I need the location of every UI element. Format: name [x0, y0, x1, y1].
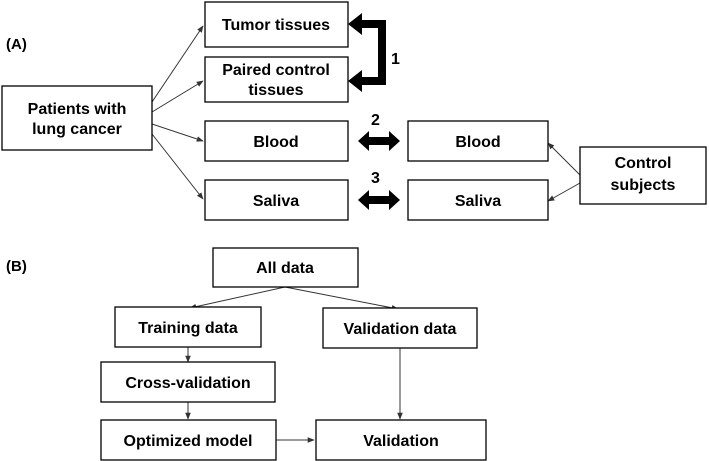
svg-text:Training data: Training data: [138, 320, 238, 337]
double-arrow-3: [358, 190, 400, 210]
blood-left-box: Blood: [204, 120, 349, 162]
comparison-2-label: 2: [371, 112, 380, 129]
svg-text:Tumor tissues: Tumor tissues: [222, 17, 330, 34]
svg-text:Control: Control: [615, 155, 672, 172]
svg-text:Blood: Blood: [253, 134, 298, 151]
svg-text:Saliva: Saliva: [455, 193, 501, 210]
tumor-tissues-box: Tumor tissues: [204, 1, 349, 48]
double-arrow-2: [358, 131, 400, 151]
svg-text:Blood: Blood: [455, 134, 500, 151]
training-data-box: Training data: [114, 306, 262, 348]
paired-control-tissues-box: Paired control tissues: [204, 56, 349, 103]
svg-text:lung cancer: lung cancer: [32, 121, 122, 138]
svg-text:subjects: subjects: [611, 177, 676, 194]
comparison-3-label: 3: [371, 170, 380, 187]
validation-box: Validation: [315, 419, 487, 461]
cross-validation-box: Cross-validation: [100, 361, 276, 403]
svg-text:All data: All data: [256, 260, 314, 277]
svg-text:Patients with: Patients with: [28, 101, 127, 118]
svg-text:Optimized model: Optimized model: [124, 433, 253, 450]
svg-text:Cross-validation: Cross-validation: [125, 375, 250, 392]
control-subjects-box: Control subjects: [579, 146, 707, 205]
svg-text:Validation data: Validation data: [344, 321, 457, 338]
blood-right-box: Blood: [407, 120, 549, 162]
bracket-arrow-1: [348, 13, 386, 92]
optimized-model-box: Optimized model: [100, 419, 277, 461]
saliva-left-box: Saliva: [204, 179, 349, 221]
validation-data-box: Validation data: [322, 307, 478, 349]
svg-text:Paired control: Paired control: [222, 62, 330, 79]
all-data-box: All data: [212, 247, 359, 288]
patients-box: Patients with lung cancer: [1, 85, 153, 151]
panel-b-connectors: [185, 286, 403, 443]
svg-text:Saliva: Saliva: [253, 193, 299, 210]
panel-a-label: (A): [6, 36, 27, 53]
svg-text:Validation: Validation: [363, 433, 439, 450]
saliva-right-box: Saliva: [407, 179, 549, 221]
panel-a-connectors: [151, 25, 581, 202]
panel-b-label: (B): [6, 258, 27, 275]
svg-text:tissues: tissues: [248, 82, 303, 99]
comparison-1-label: 1: [391, 51, 400, 68]
